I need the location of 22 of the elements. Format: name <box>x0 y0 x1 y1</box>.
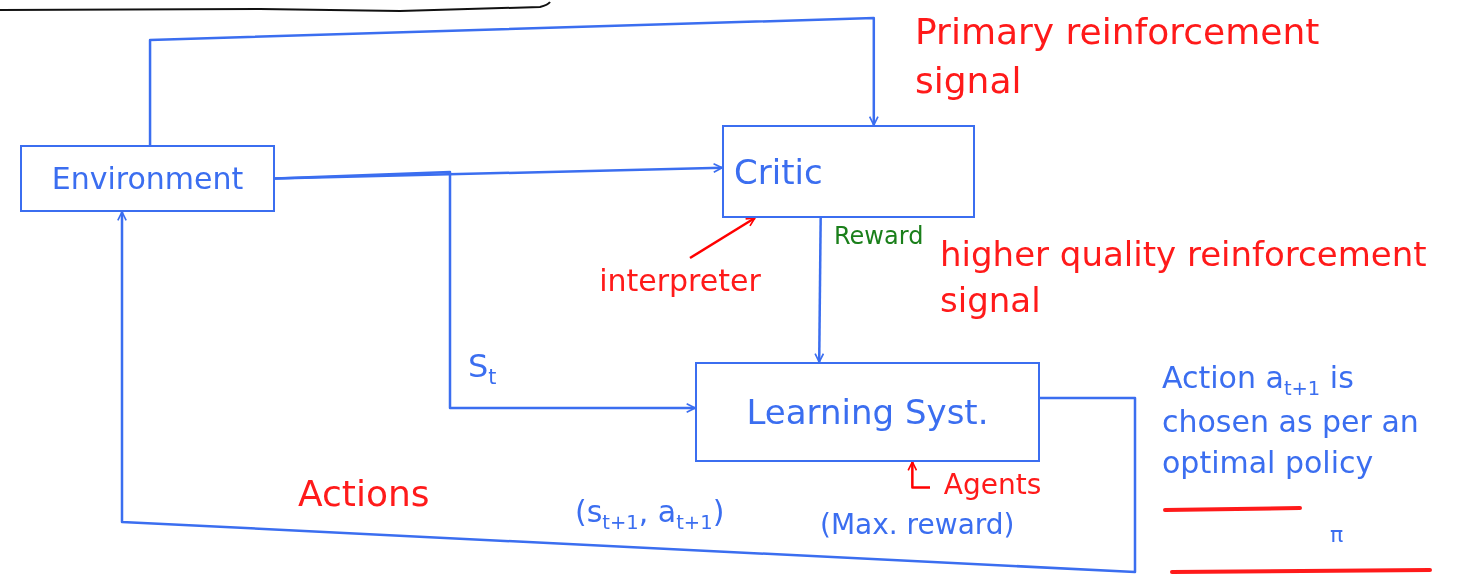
arrow <box>689 216 756 260</box>
policy-symbol: π <box>1330 521 1344 549</box>
process-box <box>695 362 1040 462</box>
arrow <box>148 16 879 145</box>
arrow <box>814 218 825 363</box>
process-box <box>20 145 275 212</box>
state-action-label: (s$_{t+1}$, a$_{t+1}$) <box>575 493 725 536</box>
annotation-text: Actions <box>298 472 430 516</box>
process-box <box>722 125 975 218</box>
state-label: S$_{t}$ <box>468 346 497 392</box>
note-text: (Max. reward) <box>820 507 1015 543</box>
arrow <box>274 170 696 413</box>
annotation-text: higher quality reinforcement signal <box>940 233 1428 322</box>
note-text: Action a$_{t+1}$ is chosen as per an optimal policy <box>1162 359 1420 482</box>
box-label: Learning Syst. <box>746 392 989 432</box>
box-label: Critic <box>734 151 823 192</box>
annotation-text: Primary reinforcement signal <box>915 10 1321 103</box>
arrow <box>907 461 930 489</box>
arrow <box>117 211 1137 574</box>
box-label: Environment <box>51 161 244 196</box>
annotation-text: interpreter <box>599 262 761 298</box>
annotation-text: Agents <box>943 467 1042 501</box>
